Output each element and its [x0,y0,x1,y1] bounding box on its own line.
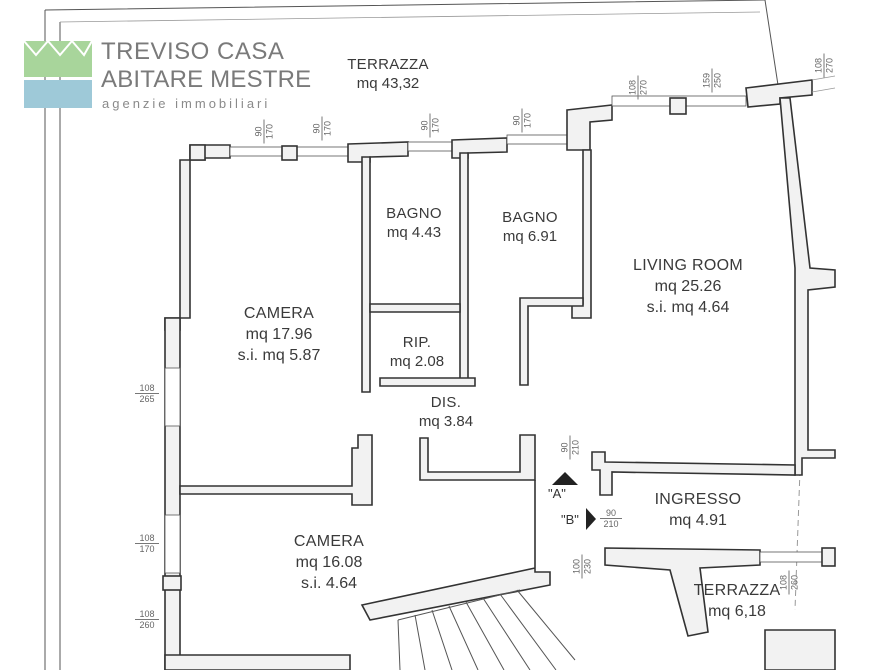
logo-green-block [24,41,92,77]
terrace-top-right-edge [811,75,836,93]
wall-living-right [779,97,836,476]
brand-tagline: agenzie immobiliari [102,96,271,111]
brand-subtitle: ABITARE MESTRE [101,66,312,93]
wall-bagno2-right [571,149,592,319]
room-label-rip: RIP.mq 2.08 [389,334,445,370]
terrace-dashed-line [794,469,801,611]
wall-bagno1-bottom [369,303,461,313]
wall-top-right [745,79,813,108]
wall-ingresso-top [591,451,796,496]
wall-top-mid1 [347,141,409,163]
wall-bottom-right [764,629,836,670]
window-top-3 [506,134,568,145]
window-left-1 [164,367,181,427]
wall-dis-right [360,480,551,621]
wall-bagno2-bottom [519,297,584,386]
wall-camera-divider [179,434,373,506]
brand-title: TREVISO CASA [101,38,285,65]
window-top-2 [407,141,453,152]
room-label-dis: DIS.mq 3.84 [418,394,474,430]
wall-top-mid3 [566,104,613,151]
marker-a-arrow [552,472,578,485]
window-left-2 [164,514,181,574]
pillar-top-2 [669,97,687,115]
marker-b-arrow [586,508,596,530]
wall-left-upper [164,144,206,331]
terrace-outline [44,0,779,670]
wall-bottom-left [164,654,351,670]
marker-b-label: "B" [561,512,579,527]
pillar-ingresso [821,547,836,567]
pillar-left [162,575,182,591]
logo-blue-block [24,80,92,108]
wall-rip-bottom [379,377,476,387]
pillar-top-1 [281,145,298,161]
staircase [397,589,576,670]
wall-dis-left [419,434,536,481]
wall-bagno1-left [361,156,371,393]
wall-bagno1-right [459,152,469,381]
marker-a-label: "A" [548,486,566,501]
terrace-inner-line [59,11,761,23]
